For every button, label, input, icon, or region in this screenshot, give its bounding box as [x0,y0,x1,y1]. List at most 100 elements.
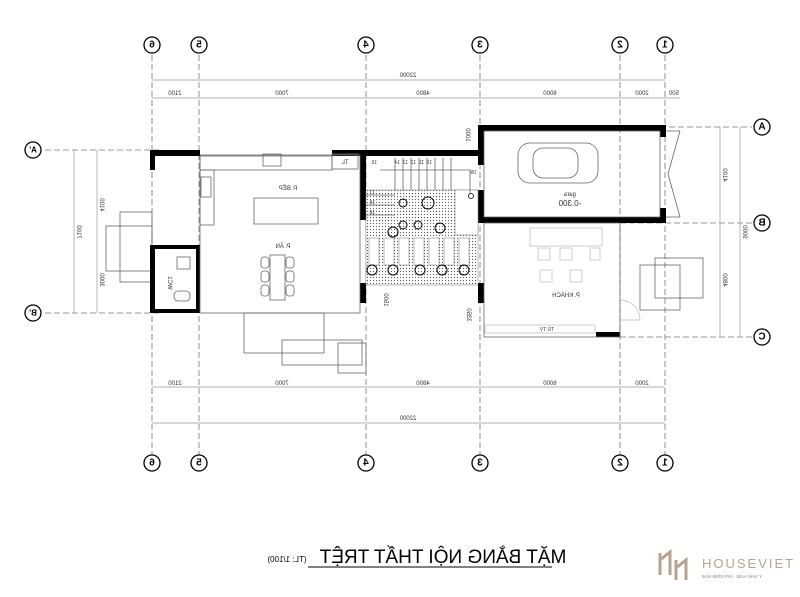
dim-overall-top: 22000 [399,73,416,79]
svg-text:B': B' [29,309,37,318]
axis-bubble-6: 6 [143,36,161,54]
drawing-title: MẶT BẰNG NỘI THẤT TRỆT (TL: 1/100) [267,546,566,568]
dim-seg: 4800 [416,381,430,387]
stair-step-label: 14 [394,160,400,166]
logo-brand: HOUSEVIET [702,556,795,571]
sink-icon [262,153,282,167]
svg-text:3: 3 [477,40,483,51]
dim-left: 4100 [98,198,104,212]
svg-text:5: 5 [196,40,202,51]
axis-bubble-4: 4 [357,36,375,54]
svg-text:2: 2 [617,40,623,51]
svg-text:B: B [758,218,765,229]
room-label-wc: WC1 [166,276,172,290]
logo-mark-icon [658,548,688,580]
svg-text:C: C [758,332,765,343]
axis-bubble-a: A [753,118,771,136]
dim-misc: 3350 [465,308,471,322]
axis-bubble-4: 4 [357,454,375,472]
axis-bubble-a-prime: A' [24,141,42,159]
dimension-labels: 22000 2100 7000 4800 6000 2000 500 2100 … [75,73,747,422]
washbasin-icon [176,256,191,270]
stove-icon [200,176,212,198]
axis-bubble-3: 3 [471,454,489,472]
dining-chairs [260,256,295,297]
room-label-garage: gara [563,192,576,198]
svg-text:4: 4 [363,40,369,51]
stair-step-label: 10 [426,160,432,166]
plant-icons [366,196,470,276]
svg-text:6: 6 [149,458,155,469]
axis-bubble-1: 1 [656,454,674,472]
dim-extra: 500 [668,91,679,97]
axis-bubble-c: C [753,328,771,346]
stair-step-label: 16 [369,200,375,206]
dim-seg: 7000 [275,91,289,97]
houseviet-logo: HOUSEVIET BÁN MIỄN PHÍ · MUA NHƯ Ý [658,548,795,580]
dim-seg: 7000 [275,381,289,387]
grid-bubbles: 6 5 4 3 2 1 6 5 4 3 2 1 A' B' A B C [24,36,771,472]
stair-and-garden: 15 14 13 12 11 10 09 17 16 18 [365,158,479,286]
walls [150,125,666,338]
axis-bubble-6: 6 [143,454,161,472]
svg-text:A': A' [29,146,37,155]
svg-text:5: 5 [196,458,202,469]
dim-right: 4800 [721,273,727,287]
dim-seg: 2000 [635,91,649,97]
stair-step-label: 11 [419,160,424,166]
room-label-kitchen: P. BẾP [279,185,298,192]
dim-seg: 6000 [543,381,557,387]
svg-text:2: 2 [617,458,623,469]
axis-bubble-b-prime: B' [24,304,42,322]
axis-bubble-b: B [753,214,771,232]
svg-text:4: 4 [363,458,369,469]
plan-scale: (TL: 1/100) [267,555,306,564]
axis-bubble-5: 5 [190,36,208,54]
svg-text:1: 1 [662,458,668,469]
dim-seg: 6000 [543,91,557,97]
dim-misc: 1000 [464,128,470,142]
dimension-lines [73,79,741,424]
stair-step-label: 12 [410,160,416,166]
svg-text:A: A [758,122,765,133]
stair-step-label: 15 [371,160,377,166]
svg-text:6: 6 [149,40,155,51]
dim-seg: 2100 [168,381,182,387]
room-label-living: P. KHÁCH [552,292,580,299]
toilet-icon [173,290,191,302]
dim-right: 4100 [721,168,727,182]
stair-step-label: 18 [369,210,375,216]
axis-bubble-2: 2 [611,454,629,472]
stair-step-label: 13 [402,160,408,166]
garage-level: -0.300 [558,199,581,208]
dining-table [269,254,286,301]
tl-label: TL [341,160,349,166]
dim-misc: 1500 [382,293,388,307]
dim-left: 7100 [75,225,81,239]
garage: gara -0.300 [517,130,681,218]
logo-tagline: BÁN MIỄN PHÍ · MUA NHƯ Ý [702,573,762,579]
living-room [484,227,641,334]
stair-step-label: 17 [369,190,375,196]
svg-text:3: 3 [477,458,483,469]
axis-bubble-1: 1 [656,36,674,54]
dim-right: 9000 [741,225,747,239]
axis-bubble-5: 5 [190,454,208,472]
dim-overall-bottom: 22000 [399,416,416,422]
kitchen-furniture: TL P. BẾP P. ĂN WC1 [166,153,359,302]
stair-step-label: 09 [470,170,476,176]
stepping-stones [368,237,470,266]
axis-bubble-3: 3 [471,36,489,54]
svg-text:1: 1 [662,40,668,51]
car-icon [517,142,599,184]
dim-seg: 2100 [168,91,182,97]
dim-left: 3000 [98,273,104,287]
axis-bubble-2: 2 [611,36,629,54]
tv-cabinet-label: TỦ TV [539,326,554,333]
dim-seg: 2000 [635,381,649,387]
kitchen-island [253,197,319,225]
plan-title: MẶT BẰNG NỘI THẤT TRỆT [319,546,566,568]
dim-seg: 4800 [416,91,430,97]
room-label-dining: P. ĂN [276,243,291,250]
